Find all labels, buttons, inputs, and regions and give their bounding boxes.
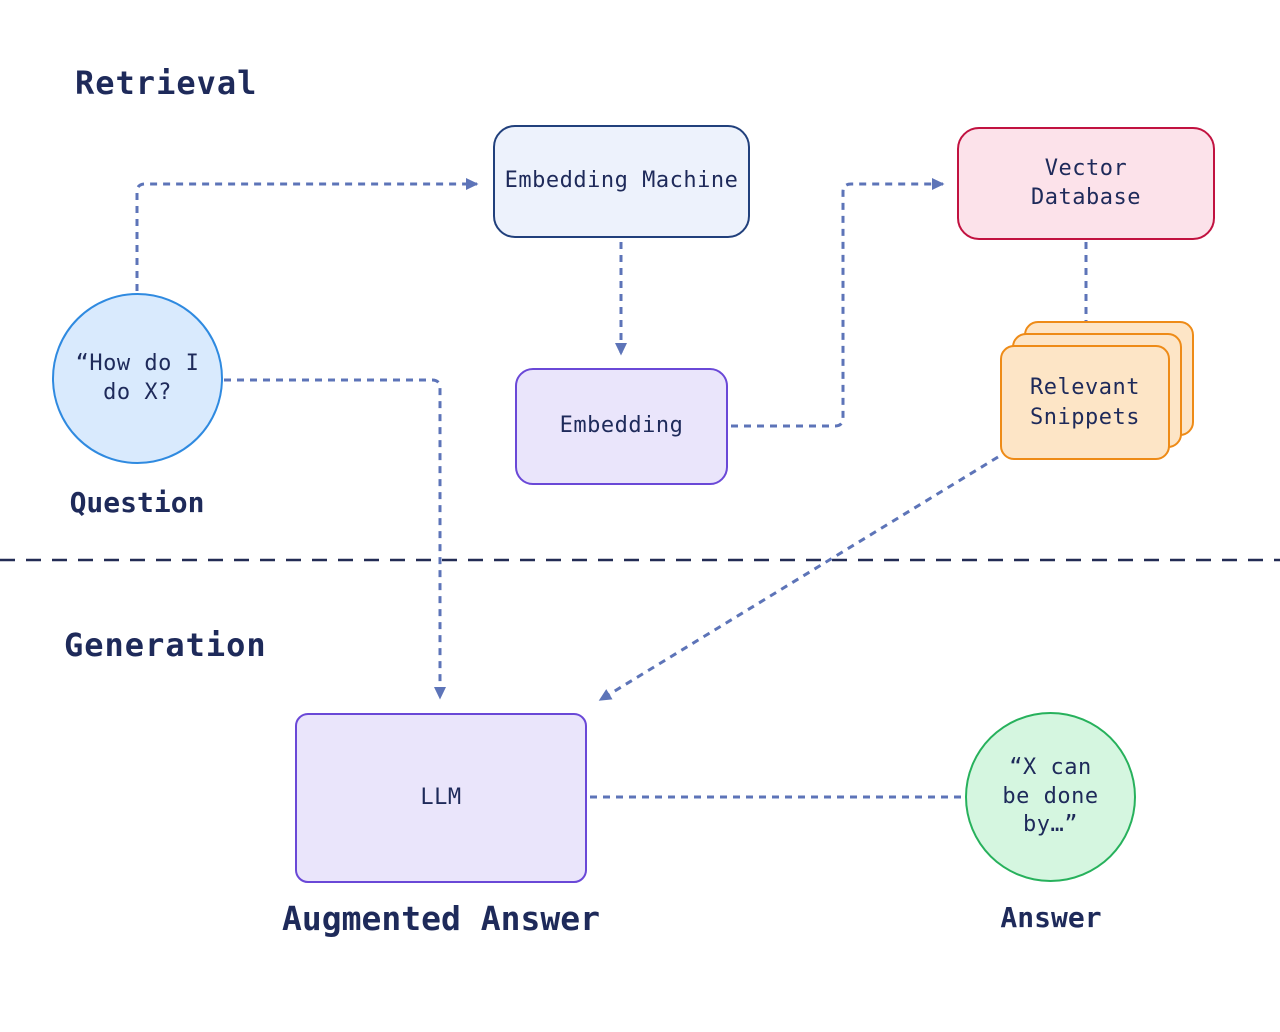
embedding-node: Embedding <box>515 368 728 485</box>
section-title-generation: Generation <box>64 626 267 664</box>
embedding-machine-node: Embedding Machine <box>493 125 750 238</box>
relevant-snippets-node: Relevant Snippets <box>1000 345 1170 460</box>
question-bubble: “How do I do X? <box>52 293 223 464</box>
llm-label: LLM <box>420 784 462 810</box>
answer-caption: Answer <box>1000 901 1102 934</box>
relevant-snippets-label: Relevant Snippets <box>1030 374 1140 430</box>
section-title-retrieval: Retrieval <box>75 64 258 102</box>
arrow-snippets-to-llm <box>598 455 999 702</box>
answer-bubble-text: “X can be done by…” <box>1002 755 1099 838</box>
answer-bubble: “X can be done by…” <box>965 712 1136 882</box>
vector-database-node: Vector Database <box>957 127 1215 240</box>
question-caption: Question <box>69 486 205 519</box>
arrow-question-to-embedding-machine <box>135 178 479 291</box>
question-bubble-text: “How do I do X? <box>75 350 200 405</box>
arrow-embedding-to-vector-database <box>731 178 945 428</box>
vector-database-label: Vector Database <box>1031 155 1141 210</box>
embedding-machine-label: Embedding Machine <box>504 168 739 194</box>
embedding-label: Embedding <box>559 413 684 439</box>
augmented-answer-caption: Augmented Answer <box>282 899 600 938</box>
llm-node: LLM <box>295 713 587 883</box>
